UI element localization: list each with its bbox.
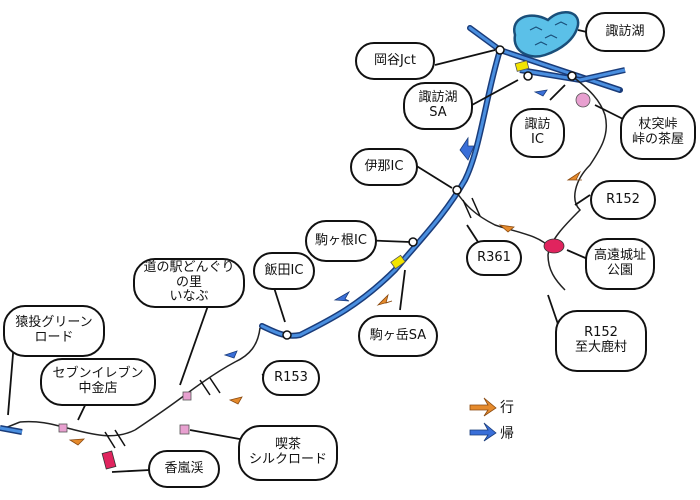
label-kotei-green: 猿投グリーン ロード xyxy=(3,305,105,357)
return-arrows xyxy=(223,89,548,359)
label-tsuetsuki: 杖突峠 峠の茶屋 xyxy=(620,105,696,160)
lake-suwa xyxy=(513,11,580,58)
label-suwa-ic: 諏訪 IC xyxy=(510,108,565,158)
label-r152: R152 xyxy=(590,180,656,220)
label-suwako: 諏訪湖 xyxy=(585,12,665,52)
label-ina-ic: 伊那IC xyxy=(350,148,418,186)
kissa-marker xyxy=(101,450,117,470)
suwako-sa-marker xyxy=(514,60,530,72)
takato-marker xyxy=(543,238,565,254)
label-r153: R153 xyxy=(262,360,320,396)
label-takato: 高遠城址 公園 xyxy=(585,238,655,290)
legend-outbound-arrow xyxy=(469,397,497,417)
legend-outbound-label: 行 xyxy=(500,400,514,416)
label-seven-eleven: セブンイレブン 中金店 xyxy=(40,358,156,406)
label-r361: R361 xyxy=(466,240,522,276)
legend-return-arrow xyxy=(469,422,497,442)
label-michinoeki: 道の駅どんぐりの里 いなぶ xyxy=(133,258,245,308)
label-r152-ohshika: R152 至大鹿村 xyxy=(555,310,647,372)
michinoeki-marker xyxy=(182,391,192,401)
label-iida-ic: 飯田IC xyxy=(253,252,315,290)
legend-return-label: 帰 xyxy=(500,426,514,442)
tsuetsuki-marker xyxy=(575,92,591,108)
label-korankei: 香嵐渓 xyxy=(148,450,220,488)
label-komagatake-sa: 駒ヶ岳SA xyxy=(358,315,438,357)
komagatake-sa-marker xyxy=(390,254,406,270)
label-komagane-ic: 駒ヶ根IC xyxy=(305,220,377,262)
seven-eleven-marker xyxy=(58,423,68,433)
label-suwako-sa: 諏訪湖 SA xyxy=(403,82,473,130)
lake-waves xyxy=(529,21,568,46)
label-kissa-silk: 喫茶 シルクロード xyxy=(238,425,338,481)
outbound-arrows xyxy=(68,170,582,446)
korankei-marker xyxy=(179,424,190,435)
interchange-nodes xyxy=(282,45,577,340)
crossing-marks xyxy=(104,197,481,449)
label-okaya-jct: 岡谷Jct xyxy=(355,42,435,80)
